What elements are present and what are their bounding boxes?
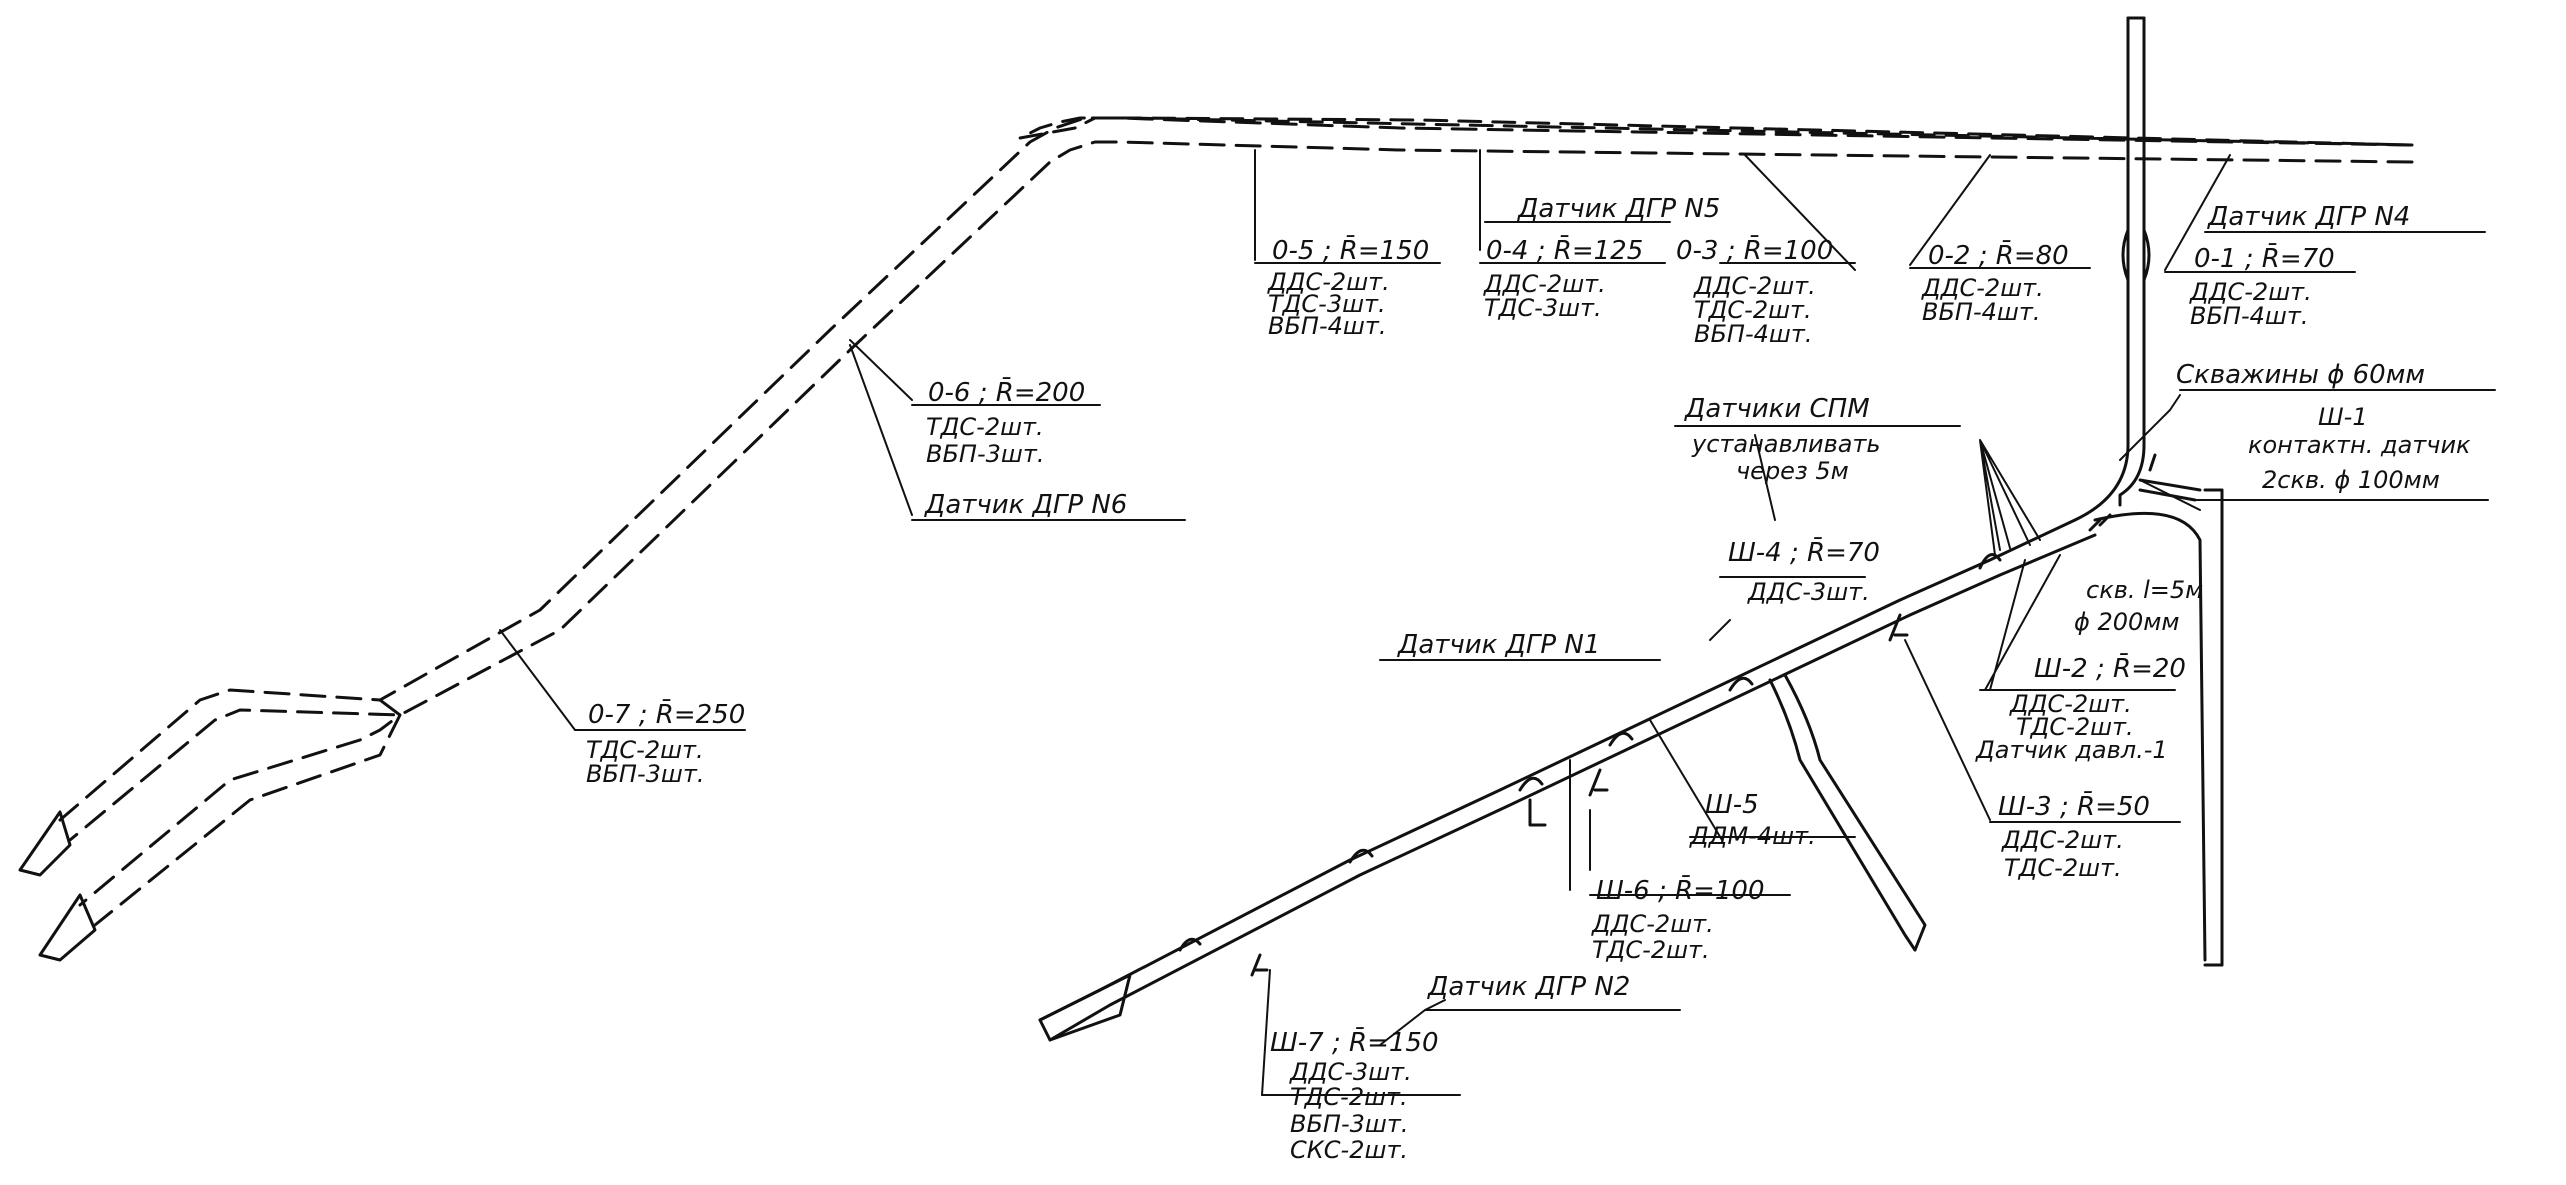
- label-sh3-l2: ТДС-2шт.: [2004, 854, 2122, 882]
- label-o2-l2: ВБП-4шт.: [1922, 298, 2041, 326]
- label-o6-l2: ВБП-3шт.: [926, 440, 1045, 468]
- label-o1-l2: ВБП-4шт.: [2190, 302, 2309, 330]
- shaft-bulge: [2123, 230, 2149, 280]
- main-drift-top: [1040, 520, 2075, 1020]
- label-o4-l1: ДДС-2шт.: [1484, 270, 1606, 298]
- label-o6-l1: ТДС-2шт.: [926, 413, 1044, 441]
- label-o2-head: 0-2 ; R̄=80: [1928, 241, 2069, 271]
- upper-drift-line-a: [60, 118, 2412, 820]
- label-sh2-l1: ДДС-2шт.: [2010, 690, 2132, 718]
- label-sh4-l1: ДДС-3шт.: [1748, 578, 1870, 606]
- upper-drift-line-b: [70, 142, 2412, 840]
- label-o4-l2: ТДС-3шт.: [1484, 294, 1602, 322]
- label-sensor1: Датчик ДГР N1: [1398, 630, 1601, 660]
- label-o5-head: 0-5 ; R̄=150: [1272, 236, 1430, 266]
- label-well-l-l2: ϕ 200мм: [2074, 608, 2180, 636]
- label-sh3-head: Ш-3 ; R̄=50: [1998, 792, 2150, 822]
- upper-drift-line-c: [80, 700, 400, 905]
- label-o5-l1: ДДС-2шт.: [1268, 268, 1390, 296]
- label-o1-l1: ДДС-2шт.: [2190, 278, 2312, 306]
- label-sh7-l2: ТДС-2шт.: [1290, 1083, 1408, 1111]
- sensor-ticks: [1252, 515, 2110, 975]
- label-sh6-l1: ДДС-2шт.: [1592, 910, 1714, 938]
- label-spm-head: Датчики СПМ: [1685, 394, 1870, 424]
- label-sensor4: Датчик ДГР N4: [2208, 202, 2411, 232]
- label-sh7-l3: ВБП-3шт.: [1290, 1110, 1409, 1138]
- label-wells-l3: 2скв. ϕ 100мм: [2262, 466, 2440, 494]
- label-underlines: [575, 222, 2495, 1095]
- label-sh7-l1: ДДС-3шт.: [1290, 1058, 1412, 1086]
- label-well-l-l1: скв. l=5м: [2086, 576, 2204, 604]
- label-o3-head: 0-3 ; R̄=100: [1676, 236, 1834, 266]
- branch-drift-left: [1770, 680, 1915, 950]
- junction-curve-inner: [2120, 445, 2144, 505]
- upper-drift-line-d: [95, 715, 400, 925]
- branch-drift-right: [1785, 675, 1925, 950]
- junction-curve-outer: [2075, 445, 2128, 520]
- label-sh6-head: Ш-6 ; R̄=100: [1596, 876, 1765, 906]
- label-sh4-head: Ш-4 ; R̄=70: [1728, 538, 1880, 568]
- main-drift-arrow: [1040, 975, 1130, 1040]
- contact-sensor-wells: [2140, 455, 2200, 500]
- label-sh3-l1: ДДС-2шт.: [2002, 826, 2124, 854]
- label-sh5-l1: ДДМ-4шт.: [1690, 822, 1816, 850]
- main-drift-bulges: [1180, 555, 2000, 950]
- label-o7-l1: ТДС-2шт.: [586, 736, 704, 764]
- arrow-head-1: [20, 812, 70, 875]
- label-wells-l2: контактн. датчик: [2248, 431, 2471, 459]
- label-sh5-head: Ш-5: [1705, 790, 1759, 820]
- right-drift-curve: [2095, 513, 2205, 960]
- label-sh2-l2: ТДС-2шт.: [2016, 713, 2134, 741]
- label-o7-l2: ВБП-3шт.: [586, 760, 705, 788]
- label-spm-l1: устанавливать: [1692, 430, 1881, 458]
- arrow-head-2: [40, 895, 95, 960]
- label-o5-l3: ВБП-4шт.: [1268, 312, 1387, 340]
- label-sh7-head: Ш-7 ; R̄=150: [1270, 1028, 1439, 1058]
- label-sh7-l4: СКС-2шт.: [1290, 1136, 1409, 1164]
- label-sh2-head: Ш-2 ; R̄=20: [2034, 654, 2186, 684]
- label-sensor6: Датчик ДГР N6: [925, 490, 1128, 520]
- label-o1-head: 0-1 ; R̄=70: [2194, 244, 2335, 274]
- label-o4-head: 0-4 ; R̄=125: [1486, 236, 1644, 266]
- label-sensor2: Датчик ДГР N2: [1428, 972, 1631, 1002]
- upper-drift-line-top: [1020, 118, 2410, 145]
- label-o7-head: 0-7 ; R̄=250: [588, 700, 746, 730]
- label-sh6-l2: ТДС-2шт.: [1592, 936, 1710, 964]
- label-sensor5: Датчик ДГР N5: [1518, 194, 1721, 224]
- label-wells-l1: Ш-1: [2318, 403, 2368, 431]
- label-o3-l1: ДДС-2шт.: [1694, 272, 1816, 300]
- label-o3-l2: ТДС-2шт.: [1694, 296, 1812, 324]
- label-sh2-l3: Датчик давл.-1: [1976, 736, 2168, 764]
- label-wells-head: Скважины ϕ 60мм: [2176, 360, 2425, 390]
- label-o2-l1: ДДС-2шт.: [1922, 274, 2044, 302]
- label-o5-l2: ТДС-3шт.: [1268, 290, 1386, 318]
- label-o6-head: 0-6 ; R̄=200: [928, 378, 1086, 408]
- label-spm-l2: через 5м: [1736, 457, 1849, 485]
- main-drift-bottom: [1050, 535, 2095, 1040]
- label-o3-l3: ВБП-4шт.: [1694, 320, 1813, 348]
